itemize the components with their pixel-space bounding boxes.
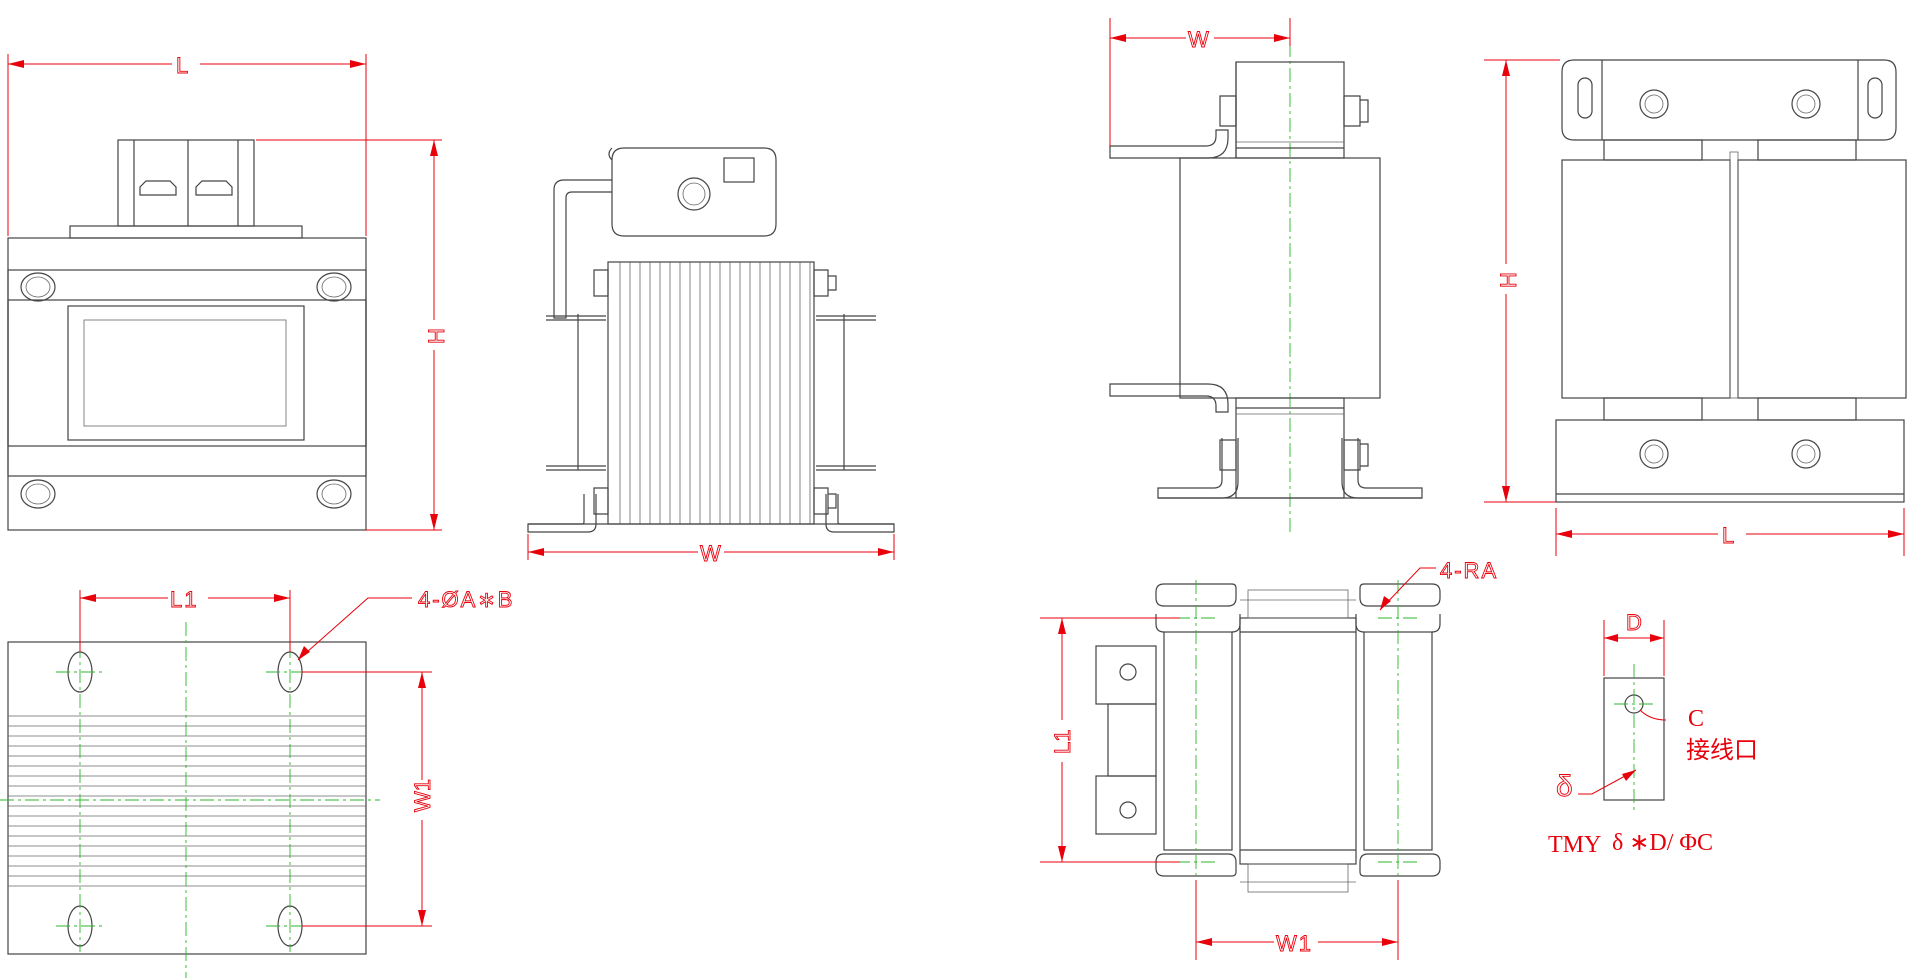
reactor-front-view: H L [1484, 59, 1907, 556]
transformer-front-view: L H [7, 52, 449, 531]
dim-label-c: C [1688, 706, 1704, 732]
terminal-detail: D C 接线口 δ TMY δ ∗D/ ΦC [1548, 610, 1758, 858]
dim-label-d: D [1626, 610, 1644, 635]
ra-note: 4-RA [1440, 558, 1498, 583]
tmy-prefix: TMY [1548, 832, 1601, 858]
dim-label-delta: δ [1556, 770, 1575, 803]
dim-label-l1: L1 [170, 587, 198, 612]
dim-label-w1-left: W1 [410, 779, 435, 812]
dim-label-h: H [424, 328, 449, 344]
transformer-side-view: W [527, 147, 895, 566]
reactor-side-view: W [1109, 18, 1423, 532]
transformer-bottom-view: L1 4-ØA∗B W1 [0, 586, 514, 978]
tmy-formula: δ ∗D/ ΦC [1612, 830, 1713, 856]
dim-label-w-reactor: W [1188, 27, 1211, 52]
dim-label-l: L [176, 53, 190, 78]
dim-label-l-reactor: L [1722, 523, 1736, 548]
dim-label-w1-reactor: W1 [1276, 931, 1313, 956]
reactor-top-view: L1 W1 4-RA [1040, 558, 1498, 960]
dim-label-w: W [700, 541, 723, 566]
dim-label-l1-reactor: L1 [1050, 730, 1075, 754]
dim-label-h-reactor: H [1496, 272, 1521, 288]
terminal-label: 接线口 [1686, 737, 1758, 764]
hole-note: 4-ØA∗B [418, 587, 514, 612]
